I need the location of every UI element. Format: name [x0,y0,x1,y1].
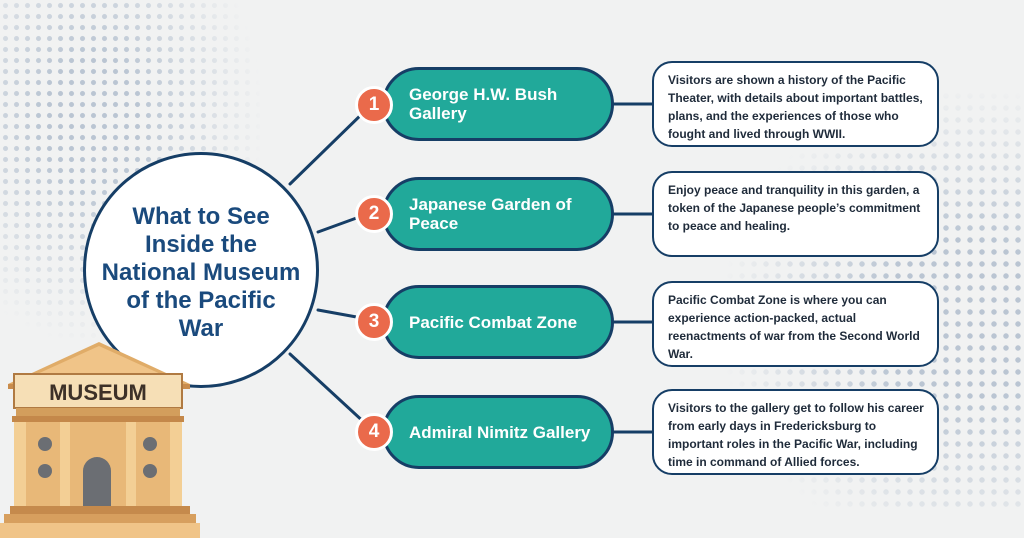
description-box-2: Enjoy peace and tranquility in this gard… [652,171,939,257]
description-box-1: Visitors are shown a history of the Paci… [652,61,939,147]
gallery-label: Japanese Garden of Peace [409,195,572,233]
number-badge-3: 3 [355,303,393,341]
gallery-pill-3: Pacific Combat Zone [382,285,614,359]
gallery-pill-1: George H.W. Bush Gallery [382,67,614,141]
connector-hub-3 [316,308,364,320]
central-topic-title: What to See Inside the National Museum o… [101,203,301,342]
description-box-4: Visitors to the gallery get to follow hi… [652,389,939,475]
connector-hub-1 [288,108,368,186]
gallery-label: George H.W. Bush Gallery [409,85,558,123]
gallery-label: Pacific Combat Zone [409,312,578,332]
connector-hub-2 [316,214,364,234]
central-topic-circle: What to See Inside the National Museum o… [83,152,319,388]
number-badge-2: 2 [355,195,393,233]
gallery-pill-2: Japanese Garden of Peace [382,177,614,251]
number-badge-4: 4 [355,413,393,451]
gallery-label: Admiral Nimitz Gallery [409,422,591,442]
museum-sign: MUSEUM [49,380,147,405]
museum-building-icon: MUSEUM [0,342,200,538]
number-badge-1: 1 [355,86,393,124]
gallery-pill-4: Admiral Nimitz Gallery [382,395,614,469]
connector-hub-4 [288,352,368,426]
description-box-3: Pacific Combat Zone is where you can exp… [652,281,939,367]
